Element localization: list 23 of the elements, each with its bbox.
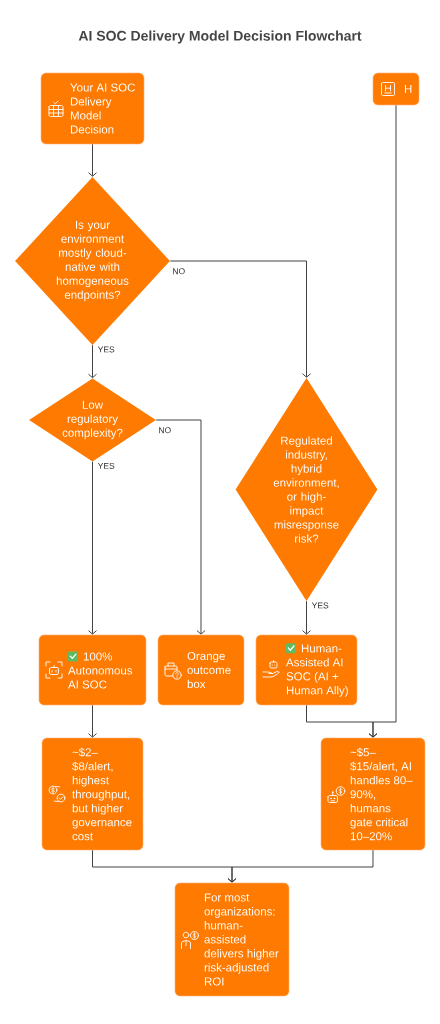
arrow — [155, 419, 206, 635]
edge-label: YES — [97, 346, 115, 353]
outcome-box: Human-Assisted AI SOC (AI + Human Ally) — [255, 634, 358, 706]
result-box: For most organizations: human-assisted delivers higher risk-adjusted ROI — [174, 882, 290, 997]
edge-label: NO — [159, 427, 171, 434]
edge-label: YES — [311, 602, 329, 609]
process-box: H — [372, 72, 420, 106]
process-box: ~$5–$15/alert, AI handles 80–90%, humans gate critical 10–20% — [320, 737, 426, 851]
arrow — [88, 344, 97, 379]
arrow — [88, 143, 97, 177]
arrow — [88, 704, 97, 738]
edge-label: NO — [173, 268, 185, 275]
arrow — [368, 104, 397, 738]
outcome-box: 100% Autonomous AI SOC — [38, 634, 147, 706]
arrow — [88, 461, 97, 635]
arrow — [227, 849, 374, 883]
process-box: ~$2–$8/alert, highest throughput, but higher governance cost — [41, 737, 144, 851]
start-box: Your AI SOC Delivery Model Decision — [40, 72, 145, 145]
edge-label: YES — [97, 462, 115, 469]
arrow — [302, 600, 311, 635]
arrow — [169, 260, 311, 378]
title: AI SOC Delivery Model Decision Flowchart — [78, 30, 362, 44]
outcome-box: Orange outcome box — [157, 634, 245, 706]
